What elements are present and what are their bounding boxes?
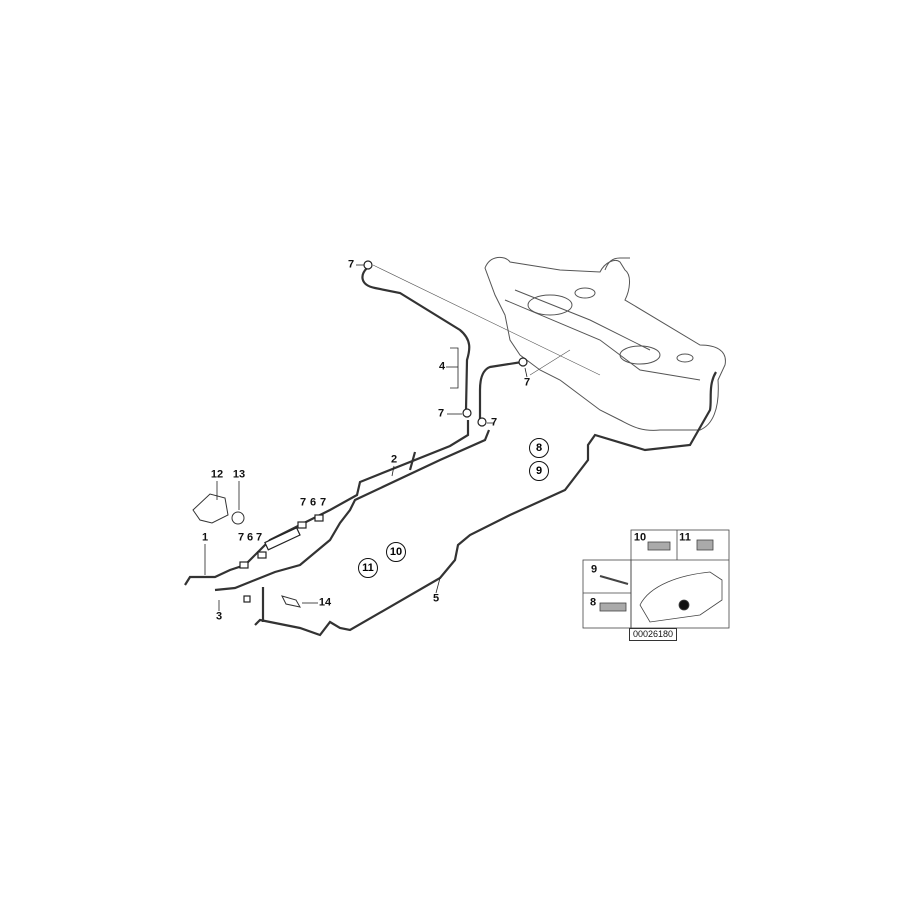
callout-7: 7 [490,416,498,429]
car-outline [639,571,723,623]
callout-7: 7 [523,376,531,389]
leader-line [372,264,601,376]
circled-callout-11: 11 [358,558,378,578]
callout-2: 2 [390,453,398,466]
callout-leaders [204,264,528,611]
inset-label-8: 8 [589,596,597,609]
inset-panel [582,529,730,629]
circled-callout-8: 8 [529,438,549,458]
callout-5: 5 [432,592,440,605]
callout-7: 7 [437,407,445,420]
inset-label-9: 9 [590,563,598,576]
callout-7: 7 [347,258,355,271]
circled-callout-10: 10 [386,542,406,562]
callout-7: 7 [299,496,307,509]
callout-7: 7 [237,531,245,544]
part-13-grommet [231,511,245,525]
callout-3: 3 [215,610,223,623]
part-12-bracket [192,493,229,524]
callout-7: 7 [255,531,263,544]
callout-7: 7 [319,496,327,509]
callout-6: 6 [309,496,317,509]
clamps [239,260,528,603]
fuel-lines [184,267,717,637]
inset-label-10: 10 [633,531,647,544]
callout-4: 4 [438,360,446,373]
callout-12: 12 [210,468,224,481]
callout-1: 1 [201,531,209,544]
callout-13: 13 [232,468,246,481]
inset-label-11: 11 [679,531,691,544]
callout-6: 6 [246,531,254,544]
fuel-tank [484,256,726,431]
part-14-clip [281,595,301,608]
diagram-code: 00026180 [629,628,677,641]
circled-callout-9: 9 [529,461,549,481]
callout-14: 14 [318,596,332,609]
